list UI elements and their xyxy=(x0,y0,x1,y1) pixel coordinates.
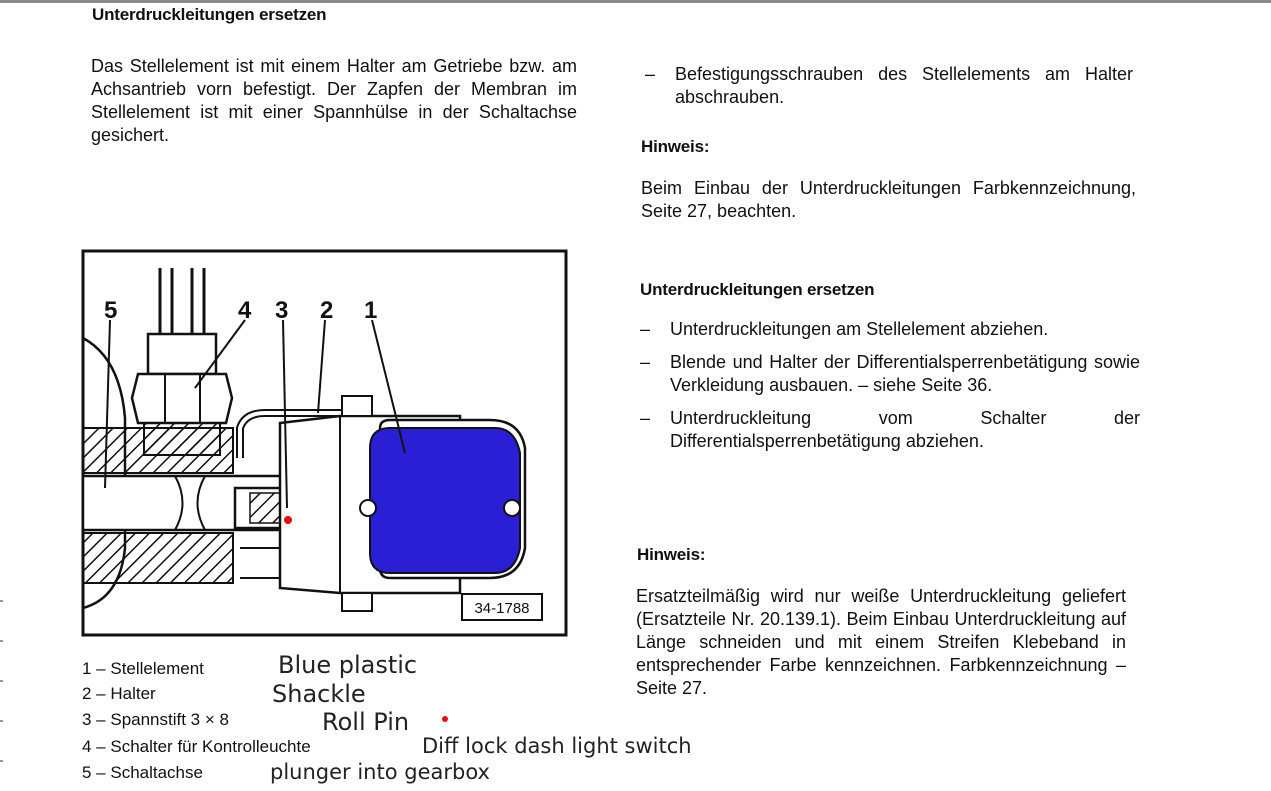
dash-bullet: – xyxy=(640,408,651,428)
step-remove-screws: – Befestigungsschrauben des Stellelement… xyxy=(645,63,1133,109)
step-item: – Blende und Halter der Differentialsper… xyxy=(640,351,1140,397)
callout-3: 3 xyxy=(275,297,288,324)
vacuum-diaphragm-blue xyxy=(369,427,521,574)
step-list: – Unterdruckleitungen am Stellelement ab… xyxy=(640,318,1140,453)
step-text: Blende und Halter der Differentialsperre… xyxy=(670,352,1140,395)
edge-mark xyxy=(0,760,3,762)
step-text: Unterdruckleitung vom Schalter der Diffe… xyxy=(670,408,1140,451)
edge-mark xyxy=(0,680,3,682)
legend-item-1: 1 – Stellelement xyxy=(82,659,204,678)
switch-body xyxy=(146,332,218,376)
hinweis-1-title: Hinweis: xyxy=(641,137,710,156)
page-title: Unterdruckleitungen ersetzen xyxy=(92,5,327,24)
hinweis-2-title: Hinweis: xyxy=(637,545,706,564)
section-title: Unterdruckleitungen ersetzen xyxy=(640,280,875,299)
annotation-1: Blue plastic xyxy=(278,651,418,679)
roll-pin-marker xyxy=(284,516,292,524)
step-text: Befestigungsschrauben des Stellelements … xyxy=(675,64,1133,107)
dash-bullet: – xyxy=(640,352,651,372)
step-item: – Unterdruckleitung vom Schalter der Dif… xyxy=(640,407,1140,453)
annotation-2: Shackle xyxy=(272,680,366,708)
callout-2: 2 xyxy=(320,297,333,324)
legend-item-2: 2 – Halter xyxy=(82,684,156,703)
figure-id-box xyxy=(461,593,543,621)
legend-item-4: 4 – Schalter für Kontrolleuchte xyxy=(82,737,311,756)
switch-hex-nut xyxy=(130,372,234,425)
edge-mark xyxy=(0,600,3,602)
legend-item-3: 3 – Spannstift 3 × 8 xyxy=(82,710,229,729)
callout-4: 4 xyxy=(238,297,252,324)
technical-drawing: 5 4 3 2 1 34-1788 xyxy=(80,248,572,640)
callout-5: 5 xyxy=(104,297,117,324)
annotation-red-dot xyxy=(442,716,448,722)
annotation-5: plunger into gearbox xyxy=(270,760,490,784)
dash-bullet: – xyxy=(645,64,656,84)
step-item: – Unterdruckleitungen am Stellelement ab… xyxy=(640,318,1140,341)
dash-bullet: – xyxy=(640,319,651,339)
legend-item-5: 5 – Schaltachse xyxy=(82,763,203,782)
hinweis-2-text: Ersatzteilmäßig wird nur weiße Unterdruc… xyxy=(636,586,1126,698)
callout-1: 1 xyxy=(364,297,377,324)
housing-lower-section xyxy=(82,532,234,584)
edge-mark xyxy=(0,720,3,722)
annotation-3: Roll Pin xyxy=(322,708,410,736)
figure-id: 34-1788 xyxy=(474,600,529,617)
intro-paragraph: Das Stellelement ist mit einem Halter am… xyxy=(91,56,577,145)
annotation-4: Diff lock dash light switch xyxy=(422,734,692,758)
edge-mark xyxy=(0,640,3,642)
window-top-border xyxy=(0,0,1271,3)
hinweis-1-text: Beim Einbau der Unterdruckleitungen Farb… xyxy=(641,178,1136,221)
technical-drawing-svg: 5 4 3 2 1 34-1788 xyxy=(81,249,568,637)
step-text: Unterdruckleitungen am Stellelement abzi… xyxy=(670,319,1049,339)
